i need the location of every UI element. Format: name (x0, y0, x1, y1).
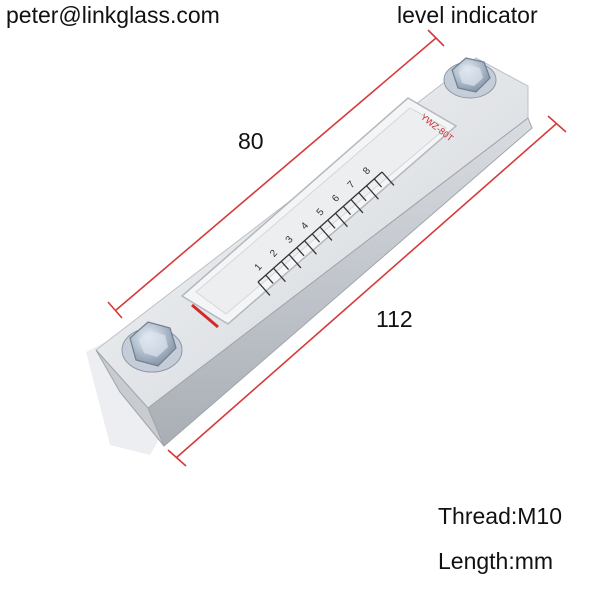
scale-tick (373, 178, 383, 188)
scale-number: 7 (346, 179, 358, 191)
scale-tick (335, 212, 348, 228)
scale-number: 8 (361, 165, 373, 177)
scale-number: 1 (253, 261, 265, 273)
dimension-112-line (167, 115, 567, 467)
scale-number: 4 (299, 220, 311, 232)
scale-tick (265, 274, 274, 284)
dimension-112-label: 112 (376, 306, 413, 332)
scale-tick (304, 240, 317, 255)
scale-tick (273, 267, 286, 283)
sight-glass-inner (195, 107, 447, 315)
scale-tick (381, 171, 395, 186)
scale-tick (366, 185, 379, 200)
scale-tick (327, 219, 336, 229)
bottom-bolt (121, 321, 183, 373)
scale-tick (288, 254, 302, 269)
scale-number: 2 (268, 248, 280, 260)
scale-tick (358, 192, 367, 202)
dimension-80-line (107, 29, 445, 319)
top-bolt (443, 57, 497, 99)
scale-tick (342, 205, 352, 216)
scale-tick (280, 260, 290, 271)
dimension-80-label: 80 (238, 128, 264, 154)
scale-number: 3 (284, 234, 296, 246)
scale-tick (319, 226, 333, 241)
scale-number: 5 (315, 206, 327, 218)
product-title: level indicator (397, 2, 538, 28)
scale-tick (257, 281, 271, 296)
scale-tick (350, 199, 364, 214)
indicator-body-end (95, 349, 165, 447)
length-unit: Length:mm (438, 548, 554, 574)
contact-email: peter@linkglass.com (6, 2, 220, 28)
thread-spec: Thread:M10 (438, 503, 563, 529)
level-indicator-line (191, 303, 219, 329)
scale-tick (296, 247, 305, 257)
scale-tick (311, 233, 321, 243)
scale-number: 6 (330, 193, 342, 205)
